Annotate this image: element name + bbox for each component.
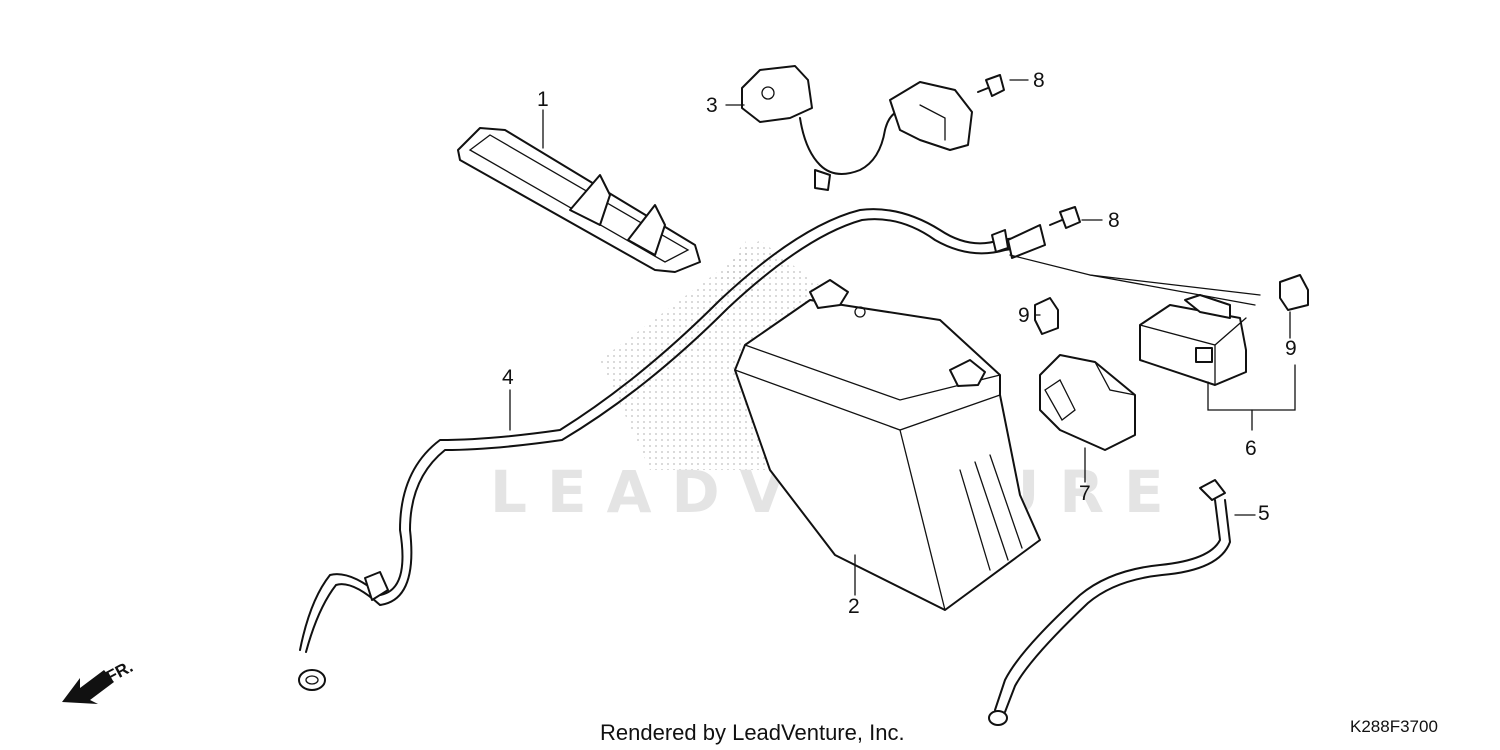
callout-label: 5	[1258, 502, 1270, 525]
credit-text: Rendered by LeadVenture, Inc.	[600, 720, 905, 745]
callout-label: 9	[1285, 337, 1297, 360]
callout-label: 2	[848, 595, 860, 618]
callout-label: 4	[502, 366, 514, 389]
positive-terminal-cable-part[interactable]	[741, 65, 973, 191]
battery-strap-part[interactable]	[457, 127, 701, 273]
bolt-part[interactable]	[1049, 206, 1081, 229]
starter-relay-part[interactable]	[1139, 294, 1247, 386]
ground-cable-part[interactable]	[298, 208, 1046, 691]
diagram-code: K288F3700	[1350, 717, 1438, 736]
front-direction-arrow-icon	[62, 670, 114, 704]
callout-label: 7	[1079, 482, 1091, 505]
leader-lines	[509, 79, 1296, 596]
callout-label: 3	[706, 94, 718, 117]
callout-label: 6	[1245, 437, 1257, 460]
callout-label: 8	[1033, 69, 1045, 92]
bolt-part[interactable]	[977, 74, 1005, 97]
battery-part[interactable]	[734, 279, 1041, 611]
callout-label: 8	[1108, 209, 1120, 232]
fuse-box-part[interactable]	[1039, 354, 1136, 451]
callout-label: 1	[537, 88, 549, 111]
callout-label: 9	[1018, 304, 1030, 327]
fuse-part[interactable]	[1034, 297, 1059, 335]
fuse-part[interactable]	[1279, 274, 1309, 311]
positive-cable-part[interactable]	[988, 479, 1231, 726]
